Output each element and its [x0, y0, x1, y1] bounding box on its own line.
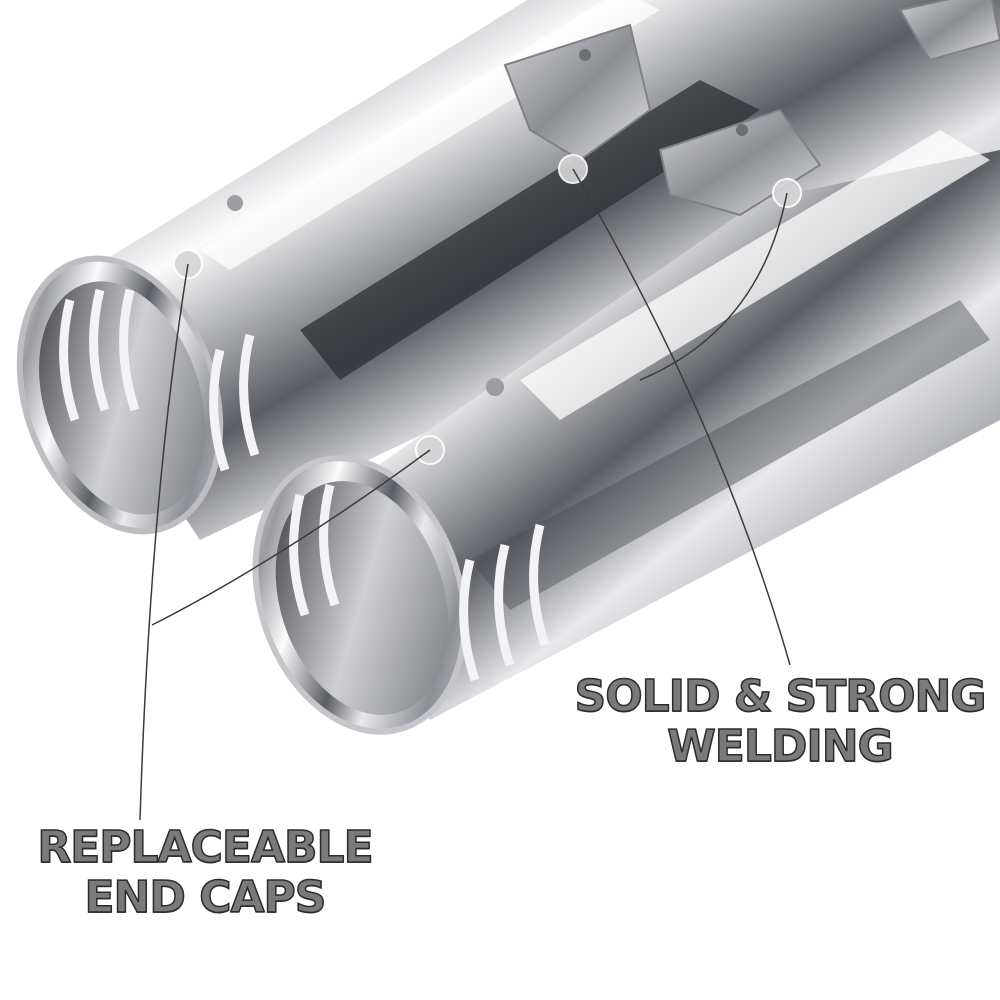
front-cap-screw	[486, 378, 504, 396]
welding-label-line2: WELDING	[667, 721, 895, 773]
back-end-cap	[16, 195, 260, 535]
back-cap-screw	[227, 195, 243, 211]
callout-leader-lines	[139, 168, 791, 821]
end-caps-label-line1: REPLACEABLE	[37, 822, 375, 874]
welding-callout-label: SOLID & STRONG WELDING	[560, 671, 1000, 773]
welded-brackets	[503, 0, 1000, 217]
end-caps-label-line2: END CAPS	[84, 872, 328, 924]
front-end-cap	[252, 378, 550, 735]
end-caps-callout-label: REPLACEABLE END CAPS	[20, 822, 390, 924]
welding-label-line1: SOLID & STRONG	[574, 671, 987, 723]
